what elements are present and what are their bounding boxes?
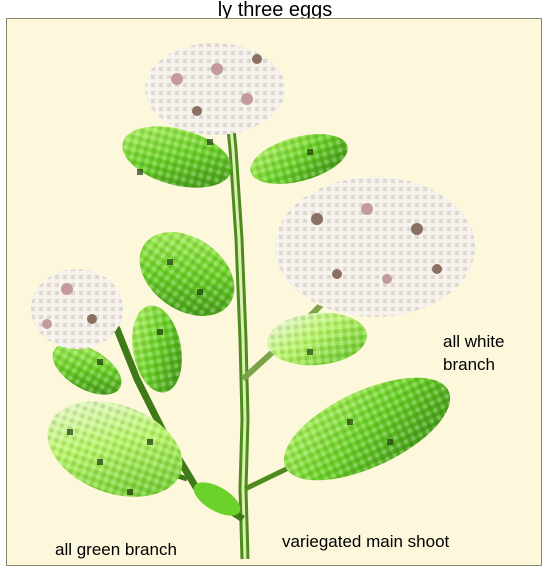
figure-title: ly three eggs (0, 0, 550, 20)
flower-cluster-top (145, 43, 285, 135)
plant-illustration-panel: all white branch all green branch varieg… (6, 18, 542, 566)
flower-cluster-green-branch (31, 269, 123, 349)
main-stem (229, 109, 245, 559)
label-all-green-branch: all green branch (55, 538, 177, 561)
variegated-plant-drawing (7, 19, 542, 566)
flower-cluster-white-branch (275, 177, 475, 317)
label-all-white-branch: all white branch (443, 330, 542, 376)
label-variegated-main-shoot: variegated main shoot (282, 530, 449, 553)
